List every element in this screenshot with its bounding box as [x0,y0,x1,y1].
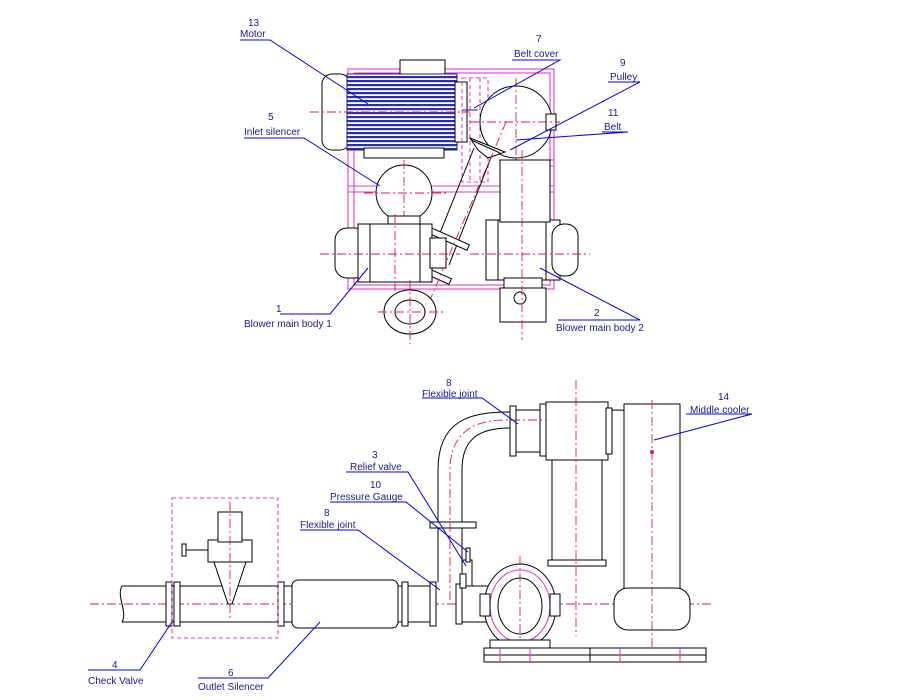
side-view [88,380,753,679]
motor [310,59,470,159]
callout-belt-cover-number: 7 [536,34,542,45]
callout-relief-valve-label: Relief valve [350,462,402,473]
callout-flexible-joint-top-label: Flexible joint [422,389,478,400]
callout-belt-cover-label: Belt cover [514,49,559,60]
riser-pipe [429,403,560,600]
base-skid [483,647,707,663]
blower-main-body-1 [320,214,460,300]
check-valve [171,497,279,639]
callout-flexible-joint-low-number: 8 [324,508,330,519]
callout-check-valve-label: Check Valve [88,676,144,687]
middle-cooler [611,400,691,660]
callout-outlet-silencer-number: 6 [228,668,234,679]
callout-blower-1-label: Blower main body 1 [244,319,332,330]
callout-pressure-gauge-number: 10 [370,480,382,491]
pulley [462,78,560,166]
callout-labels: 13 Motor 5 Inlet silencer 7 Belt cover 9… [88,18,750,693]
callout-outlet-silencer-label: Outlet Silencer [198,682,264,693]
side-view-leaders [88,397,753,679]
callout-flexible-joint-low-label: Flexible joint [300,520,356,531]
lower-elbow [378,280,444,344]
callout-inlet-silencer-label: Inlet silencer [244,127,301,138]
top-view [240,39,641,344]
callout-blower-2-number: 2 [594,308,600,319]
callout-motor-label: Motor [240,29,266,40]
callout-blower-1-number: 1 [276,304,282,315]
callout-pressure-gauge-label: Pressure Gauge [330,492,403,503]
callout-blower-2-label: Blower main body 2 [556,323,644,334]
callout-middle-cooler-label: Middle cooler [690,405,750,416]
callout-check-valve-number: 4 [112,660,118,671]
inlet-silencer [364,160,446,228]
relief-valve [459,547,473,589]
callout-inlet-silencer-number: 5 [268,112,274,123]
outlet-silencer [291,579,489,629]
callout-motor-number: 13 [248,18,260,29]
callout-flexible-joint-top-number: 8 [446,378,452,389]
callout-belt-label: Belt [604,122,621,133]
callout-pulley-label: Pulley [610,72,637,83]
top-view-leaders [240,39,641,321]
callout-relief-valve-number: 3 [372,450,378,461]
blower-main-body-2 [470,150,590,340]
blower-casing [479,556,561,660]
upper-body [545,380,613,636]
callout-middle-cooler-number: 14 [718,392,730,403]
callout-belt-number: 11 [608,108,619,119]
callout-pulley-number: 9 [620,58,626,69]
